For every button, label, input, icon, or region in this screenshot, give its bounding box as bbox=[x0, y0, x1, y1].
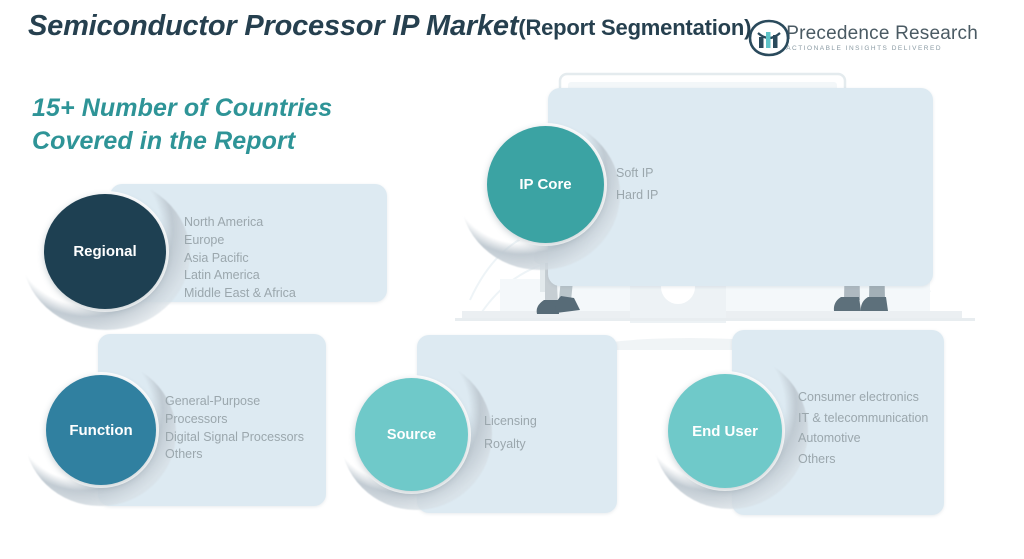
list-item: North America bbox=[184, 215, 264, 229]
page-title: Semiconductor Processor IP Market(Report… bbox=[28, 10, 751, 43]
segment-end-user-label: End User bbox=[692, 422, 758, 440]
segment-source-label: Source bbox=[386, 426, 437, 443]
list-item: Others bbox=[165, 447, 203, 462]
list-item: Soft IP bbox=[616, 166, 654, 180]
list-item: Europe bbox=[184, 232, 225, 247]
countries-headline-line2: Covered in the Report bbox=[32, 127, 296, 155]
bar-chart-shield-icon bbox=[748, 19, 790, 57]
countries-covered-headline: 15+ Number of Countries Covered in the R… bbox=[32, 92, 412, 158]
segment-ip-core-label: IP Core bbox=[519, 176, 572, 193]
page-title-subtitle: (Report Segmentation) bbox=[518, 15, 752, 40]
list-item: Middle East & Africa bbox=[184, 286, 296, 300]
logo-text: Precedence Research Actionable Insights … bbox=[786, 22, 978, 53]
list-item: Processors bbox=[165, 411, 228, 426]
header: Semiconductor Processor IP Market(Report… bbox=[0, 0, 1024, 62]
list-item: Digital Signal Processors bbox=[165, 429, 304, 444]
segment-source-circle[interactable]: Source bbox=[355, 378, 468, 491]
logo-brand-name: Precedence Research bbox=[786, 22, 978, 44]
list-item: Others bbox=[798, 451, 836, 466]
segment-regional-list: North America Europe Asia Pacific Latin … bbox=[184, 214, 296, 303]
segment-end-user-list: Consumer electronics IT & telecommunicat… bbox=[798, 387, 928, 470]
list-item: Licensing bbox=[484, 414, 537, 428]
segment-regional-circle[interactable]: Regional bbox=[44, 194, 166, 309]
list-item: Consumer electronics bbox=[798, 390, 919, 404]
segment-function-label: Function bbox=[69, 421, 133, 439]
countries-headline-line1: 15+ Number of Countries bbox=[32, 94, 333, 122]
segment-regional-label: Regional bbox=[73, 243, 137, 260]
segment-end-user-circle[interactable]: End User bbox=[668, 374, 782, 488]
segment-function-circle[interactable]: Function bbox=[46, 375, 156, 485]
list-item: General-Purpose bbox=[165, 394, 261, 408]
page-title-main: Semiconductor Processor IP Market bbox=[28, 10, 519, 42]
list-item: IT & telecommunication bbox=[798, 410, 929, 425]
segment-function-list: General-Purpose Processors Digital Signa… bbox=[165, 393, 304, 464]
logo-tagline: Actionable Insights Delivered bbox=[786, 45, 943, 53]
list-item: Asia Pacific bbox=[184, 250, 249, 265]
list-item: Hard IP bbox=[616, 187, 659, 202]
list-item: Royalty bbox=[484, 436, 526, 451]
segment-source-list: Licensing Royalty bbox=[484, 410, 537, 455]
list-item: Latin America bbox=[184, 268, 260, 283]
list-item: Automotive bbox=[798, 431, 861, 446]
brand-logo[interactable]: Precedence Research Actionable Insights … bbox=[748, 18, 978, 58]
segment-ip-core-circle[interactable]: IP Core bbox=[487, 126, 604, 243]
segment-ip-core-list: Soft IP Hard IP bbox=[616, 163, 658, 207]
